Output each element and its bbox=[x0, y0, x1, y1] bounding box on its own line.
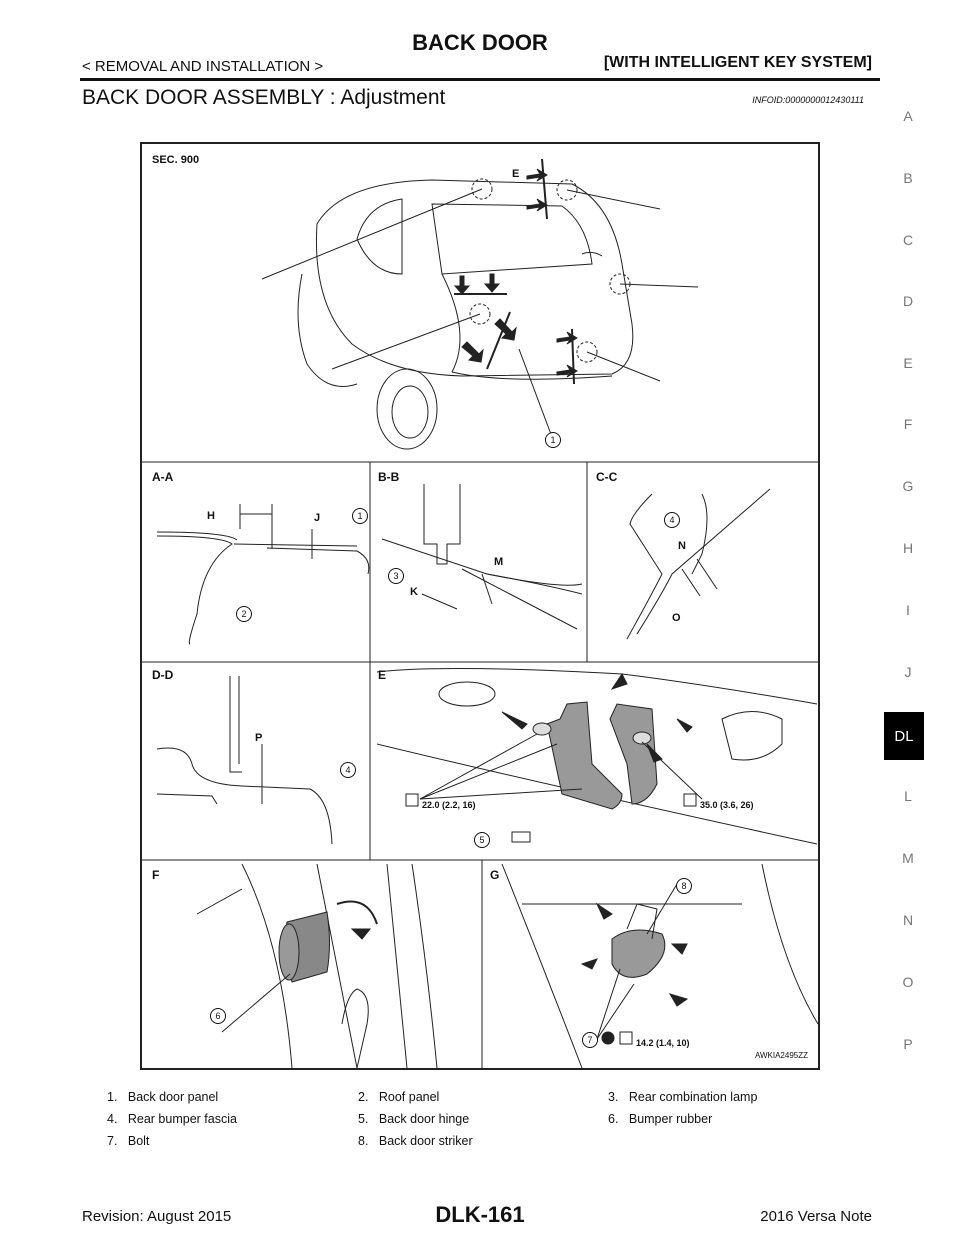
legend-label: Back door panel bbox=[127, 1090, 219, 1104]
dimension-h: H bbox=[207, 510, 215, 522]
adjustment-figure: SEC. 900 A-A B-B C-C D-D E F G E H J K M… bbox=[140, 142, 820, 1070]
callout-7: 7 bbox=[582, 1032, 598, 1048]
section-reference: SEC. 900 bbox=[152, 154, 200, 166]
sidebar-index-j[interactable]: J bbox=[904, 664, 912, 680]
sidebar-index-c[interactable]: C bbox=[902, 232, 914, 248]
legend-label: Bumper rubber bbox=[628, 1112, 713, 1126]
legend-item-6: 6. Bumper rubber bbox=[608, 1112, 712, 1126]
callout-5: 5 bbox=[474, 832, 490, 848]
legend-number: 6. bbox=[608, 1112, 619, 1126]
page-heading: BACK DOOR ASSEMBLY : Adjustment bbox=[82, 86, 446, 109]
legend-number: 1. bbox=[107, 1090, 118, 1104]
panel-label-cc: C-C bbox=[596, 470, 618, 484]
torque-value-e-left: 22.0 (2.2, 16) bbox=[422, 800, 476, 810]
legend-label: Roof panel bbox=[378, 1090, 440, 1104]
sidebar-index-n[interactable]: N bbox=[902, 912, 914, 928]
callout-1: 1 bbox=[545, 432, 561, 448]
panel-label-e: E bbox=[378, 668, 387, 682]
dimension-j: J bbox=[314, 512, 321, 524]
sidebar-index-f[interactable]: F bbox=[903, 416, 913, 432]
sidebar-index-a[interactable]: A bbox=[903, 108, 913, 124]
sidebar-index-i[interactable]: I bbox=[906, 602, 910, 618]
section-label: [WITH INTELLIGENT KEY SYSTEM] bbox=[603, 54, 872, 71]
footer-page-number: DLK-161 bbox=[435, 1202, 525, 1227]
legend-label: Back door hinge bbox=[378, 1112, 470, 1126]
sidebar-index-b[interactable]: B bbox=[903, 170, 913, 186]
legend-label: Bolt bbox=[127, 1134, 150, 1148]
dimension-n: N bbox=[678, 540, 686, 552]
callout-2: 2 bbox=[236, 606, 252, 622]
legend-label: Back door striker bbox=[378, 1134, 473, 1148]
sidebar-index-p[interactable]: P bbox=[903, 1036, 913, 1052]
legend-item-3: 3. Rear combination lamp bbox=[608, 1090, 757, 1104]
breadcrumb: < REMOVAL AND INSTALLATION > bbox=[82, 58, 324, 75]
legend-number: 2. bbox=[358, 1090, 369, 1104]
callout-8: 8 bbox=[676, 878, 692, 894]
panel-label-dd: D-D bbox=[152, 668, 174, 682]
panel-label-f: F bbox=[152, 868, 160, 882]
document-title: BACK DOOR bbox=[412, 30, 548, 55]
callout-4: 4 bbox=[664, 512, 680, 528]
sidebar-index-m[interactable]: M bbox=[902, 850, 914, 866]
view-marker-a: E bbox=[512, 168, 520, 180]
figure-drawing bbox=[142, 158, 818, 1068]
sidebar-index-e[interactable]: E bbox=[903, 355, 913, 371]
callout-3: 3 bbox=[388, 568, 404, 584]
sidebar-index-o[interactable]: O bbox=[902, 974, 914, 990]
legend-item-8: 8. Back door striker bbox=[358, 1134, 473, 1148]
legend-number: 7. bbox=[107, 1134, 118, 1148]
panel-label-bb: B-B bbox=[378, 470, 400, 484]
legend-item-5: 5. Back door hinge bbox=[358, 1112, 469, 1126]
legend-number: 4. bbox=[107, 1112, 118, 1126]
dimension-m: M bbox=[494, 556, 504, 568]
callout-4-dd: 4 bbox=[340, 762, 356, 778]
sidebar-index-l[interactable]: L bbox=[904, 788, 912, 804]
sidebar-index-h[interactable]: H bbox=[902, 540, 914, 556]
panel-label-aa: A-A bbox=[152, 470, 174, 484]
panel-label-g: G bbox=[490, 868, 500, 882]
legend-item-1: 1. Back door panel bbox=[107, 1090, 218, 1104]
torque-value-e-right: 35.0 (3.6, 26) bbox=[700, 800, 754, 810]
legend-number: 5. bbox=[358, 1112, 369, 1126]
callout-6: 6 bbox=[210, 1008, 226, 1024]
legend-item-2: 2. Roof panel bbox=[358, 1090, 439, 1104]
footer-revision: Revision: August 2015 bbox=[82, 1208, 232, 1225]
legend-item-4: 4. Rear bumper fascia bbox=[107, 1112, 237, 1126]
legend-label: Rear bumper fascia bbox=[127, 1112, 237, 1126]
dimension-o: O bbox=[672, 612, 681, 624]
sidebar-index-g[interactable]: G bbox=[902, 478, 914, 494]
document-id: INFOID:0000000012430111 bbox=[752, 95, 864, 105]
dimension-p: P bbox=[255, 732, 263, 744]
torque-value-g: 14.2 (1.4, 10) bbox=[636, 1038, 690, 1048]
header-divider bbox=[80, 78, 880, 81]
sidebar-index-dl-active[interactable]: DL bbox=[884, 712, 924, 760]
figure-id: AWKIA2495ZZ bbox=[754, 1051, 808, 1060]
legend-number: 8. bbox=[358, 1134, 369, 1148]
dimension-k: K bbox=[410, 586, 418, 598]
callout-1-aa: 1 bbox=[352, 508, 368, 524]
sidebar-index-d[interactable]: D bbox=[902, 293, 914, 309]
legend-item-7: 7. Bolt bbox=[107, 1134, 149, 1148]
legend-label: Rear combination lamp bbox=[628, 1090, 758, 1104]
legend-number: 3. bbox=[608, 1090, 619, 1104]
footer-model: 2016 Versa Note bbox=[760, 1208, 872, 1225]
